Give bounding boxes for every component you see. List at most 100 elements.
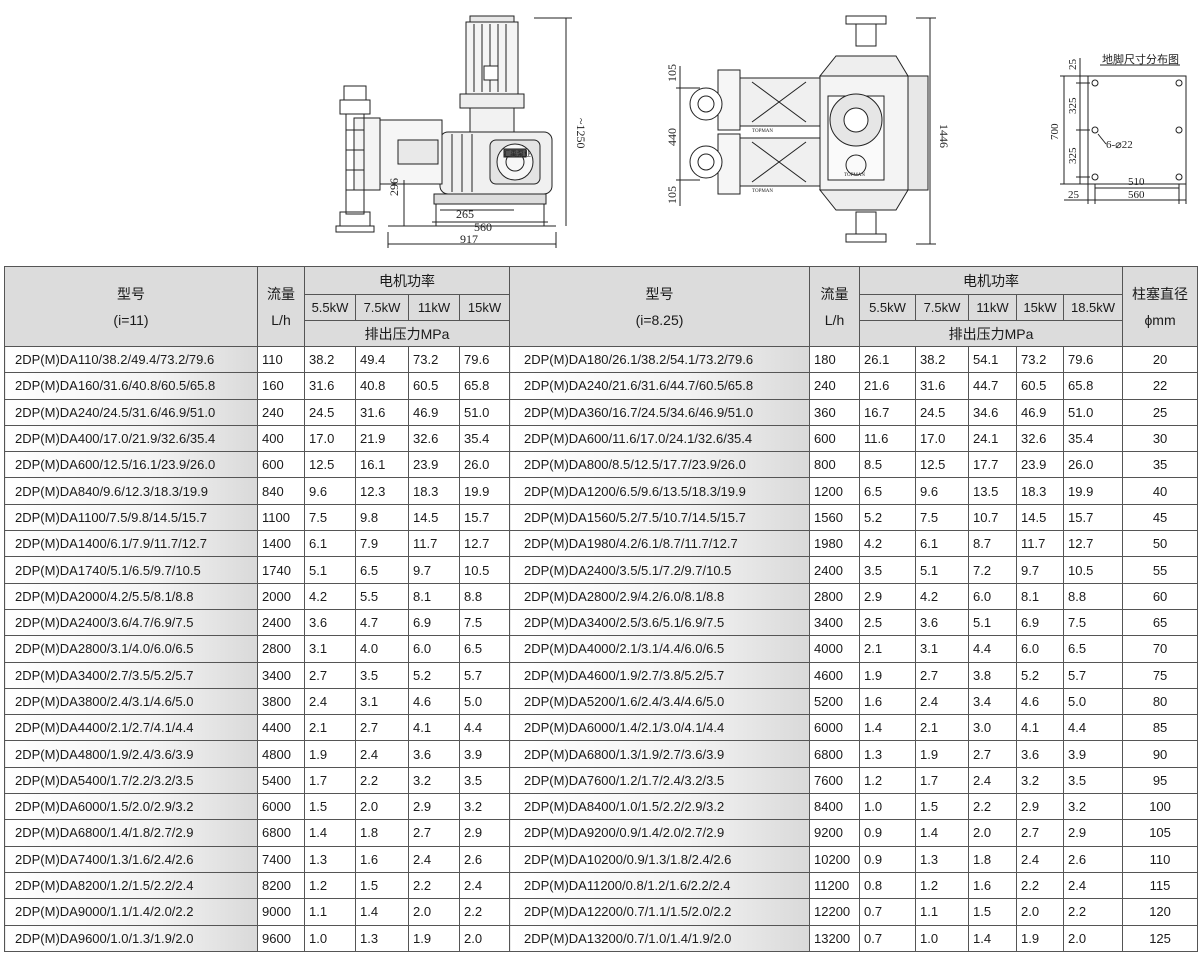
pressure-cell-right: 4.2 <box>859 530 916 558</box>
model-cell-left: 2DP(M)DA1100/7.5/9.8/14.5/15.7 <box>4 503 258 532</box>
pressure-cell-right: 3.5 <box>859 556 916 584</box>
dim-25-top: 25 <box>1067 59 1079 71</box>
dim-560-foot: 560 <box>1128 189 1145 201</box>
pressure-cell-left: 16.1 <box>355 451 409 479</box>
pressure-cell-left: 23.9 <box>408 451 460 479</box>
pressure-cell-left: 4.1 <box>408 714 460 742</box>
flow-header-right-title: 流量 <box>820 285 849 302</box>
flow-cell-right: 180 <box>809 345 860 374</box>
pressure-cell-right: 0.7 <box>859 898 916 926</box>
flow-cell-left: 3800 <box>257 687 305 716</box>
plunger-diameter-cell: 80 <box>1122 687 1199 716</box>
label-topman-a: TOPMAN <box>752 129 773 134</box>
model-cell-right: 2DP(M)DA5200/1.6/2.4/3.4/4.6/5.0 <box>509 687 810 716</box>
pressure-cell-right: 3.4 <box>968 687 1017 716</box>
pressure-cell-left: 14.5 <box>408 503 460 532</box>
dim-700: 700 <box>1049 123 1061 140</box>
pressure-cell-right: 6.1 <box>915 530 969 558</box>
pressure-cell-left: 5.5 <box>355 582 409 610</box>
pressure-cell-left: 2.0 <box>459 924 510 953</box>
flow-cell-right: 11200 <box>809 871 860 900</box>
flow-cell-right: 10200 <box>809 845 860 873</box>
pressure-cell-left: 60.5 <box>408 372 460 400</box>
pressure-cell-left: 15.7 <box>459 503 510 532</box>
pressure-cell-right: 1.3 <box>915 845 969 873</box>
power-header-left: 电机功率 <box>304 266 510 295</box>
power-col-right-2: 7.5kW <box>915 294 969 321</box>
pressure-cell-right: 10.5 <box>1062 556 1124 584</box>
model-cell-left: 2DP(M)DA9000/1.1/1.4/2.0/2.2 <box>4 898 258 926</box>
pressure-cell-left: 1.4 <box>304 819 356 847</box>
pressure-cell-right: 3.9 <box>1062 740 1124 768</box>
flow-cell-left: 600 <box>257 451 305 479</box>
pressure-cell-right: 17.0 <box>915 424 969 453</box>
flow-header-left-unit: L/h <box>271 311 291 328</box>
model-cell-right: 2DP(M)DA1560/5.2/7.5/10.7/14.5/15.7 <box>509 503 810 532</box>
power-col-right-1: 5.5kW <box>859 294 916 321</box>
flow-cell-right: 6800 <box>809 740 860 768</box>
dim-325-b: 325 <box>1067 147 1079 164</box>
pressure-cell-left: 1.7 <box>304 766 356 795</box>
flow-cell-right: 8400 <box>809 793 860 821</box>
dim-1446: 1446 <box>937 124 951 148</box>
plunger-diameter-cell: 65 <box>1122 608 1199 637</box>
pressure-cell-right: 6.5 <box>1062 635 1124 663</box>
model-cell-left: 2DP(M)DA240/24.5/31.6/46.9/51.0 <box>4 398 258 426</box>
pressure-cell-right: 12.5 <box>915 451 969 479</box>
pressure-cell-right: 2.1 <box>859 635 916 663</box>
model-cell-right: 2DP(M)DA12200/0.7/1.1/1.5/2.0/2.2 <box>509 898 810 926</box>
dim-296: 296 <box>387 178 401 196</box>
flow-cell-left: 3400 <box>257 661 305 689</box>
pressure-cell-right: 0.9 <box>859 845 916 873</box>
pressure-cell-right: 1.3 <box>859 740 916 768</box>
pressure-cell-right: 2.0 <box>1062 924 1124 953</box>
pressure-cell-right: 4.1 <box>1016 714 1064 742</box>
pressure-cell-right: 10.7 <box>968 503 1017 532</box>
plunger-diameter-cell: 20 <box>1122 345 1199 374</box>
pressure-cell-left: 8.1 <box>408 582 460 610</box>
model-cell-left: 2DP(M)DA2000/4.2/5.5/8.1/8.8 <box>4 582 258 610</box>
foot-plan-title: 地脚尺寸分布图 <box>1102 52 1179 66</box>
pressure-cell-left: 1.9 <box>408 924 460 953</box>
pressure-cell-left: 35.4 <box>459 424 510 453</box>
pressure-cell-right: 31.6 <box>915 372 969 400</box>
pressure-cell-right: 5.2 <box>1016 661 1064 689</box>
pressure-cell-right: 2.2 <box>968 793 1017 821</box>
pressure-cell-right: 8.1 <box>1016 582 1064 610</box>
pressure-cell-left: 1.3 <box>355 924 409 953</box>
dim-440: 440 <box>665 128 679 146</box>
flow-cell-left: 240 <box>257 398 305 426</box>
pressure-cell-right: 2.4 <box>968 766 1017 795</box>
pressure-cell-right: 6.5 <box>859 477 916 505</box>
model-cell-left: 2DP(M)DA7400/1.3/1.6/2.4/2.6 <box>4 845 258 873</box>
pressure-cell-right: 6.0 <box>968 582 1017 610</box>
flow-cell-left: 2400 <box>257 608 305 637</box>
power-col-left-4: 15kW <box>459 294 510 321</box>
model-cell-left: 2DP(M)DA1740/5.1/6.5/9.7/10.5 <box>4 556 258 584</box>
pressure-cell-left: 3.1 <box>355 687 409 716</box>
pressure-cell-left: 24.5 <box>304 398 356 426</box>
pressure-cell-right: 79.6 <box>1062 345 1124 374</box>
pressure-cell-left: 1.4 <box>355 898 409 926</box>
pressure-cell-right: 2.9 <box>1016 793 1064 821</box>
pressure-cell-right: 5.2 <box>859 503 916 532</box>
flow-cell-left: 1400 <box>257 530 305 558</box>
pressure-cell-right: 14.5 <box>1016 503 1064 532</box>
pressure-cell-left: 2.1 <box>304 714 356 742</box>
flow-cell-right: 240 <box>809 372 860 400</box>
flow-cell-right: 1200 <box>809 477 860 505</box>
pressure-cell-right: 3.5 <box>1062 766 1124 795</box>
flow-cell-left: 5400 <box>257 766 305 795</box>
model-cell-right: 2DP(M)DA11200/0.8/1.2/1.6/2.2/2.4 <box>509 871 810 900</box>
plunger-diameter-cell: 22 <box>1122 372 1199 400</box>
pressure-cell-left: 6.1 <box>304 530 356 558</box>
